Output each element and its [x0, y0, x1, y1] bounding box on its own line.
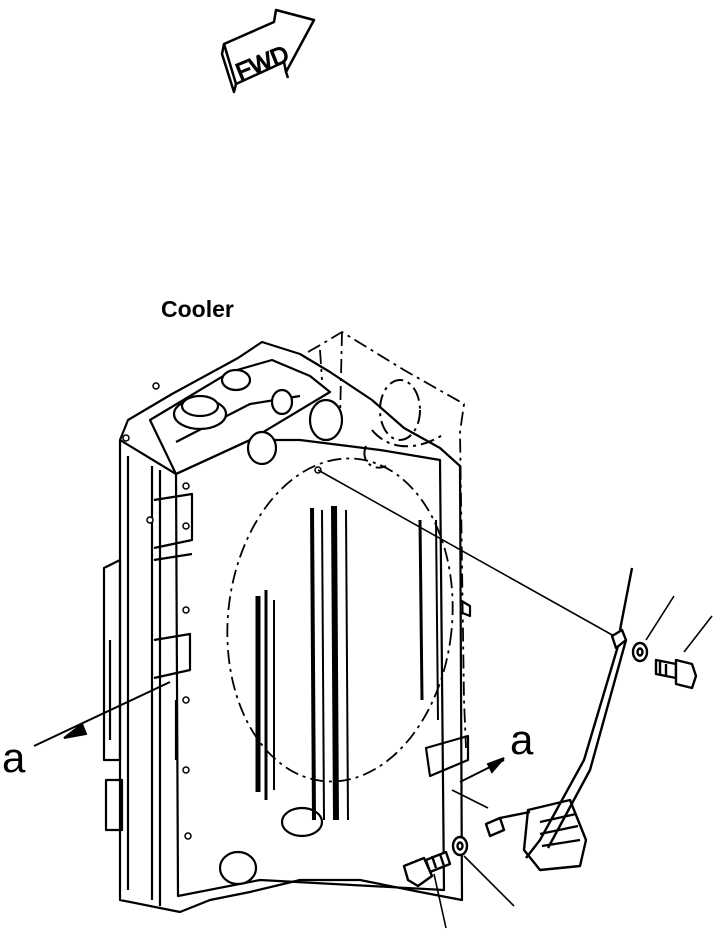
bolt-lower	[402, 850, 452, 888]
bolt-upper	[654, 658, 698, 690]
view-arrow-left	[33, 681, 171, 747]
diagram-title: Cooler	[161, 296, 234, 322]
fwd-arrow	[220, 8, 316, 94]
fwd-label: FWD	[232, 41, 293, 87]
mount-holes	[122, 382, 322, 840]
washer-lower	[451, 835, 469, 857]
lower-hose-outlet	[218, 806, 324, 886]
view-arrow-right	[459, 757, 505, 783]
view-marker-left: a	[2, 734, 26, 781]
gauge-bracket	[484, 567, 634, 872]
core-fins	[255, 505, 439, 821]
upper-hose-outlet	[220, 368, 344, 466]
filler-cap	[172, 394, 228, 431]
leader-lines	[317, 469, 713, 929]
washer-upper	[631, 641, 649, 663]
view-marker-right: a	[510, 716, 534, 763]
rear-tube	[363, 379, 445, 469]
rear-shroud	[226, 330, 467, 783]
